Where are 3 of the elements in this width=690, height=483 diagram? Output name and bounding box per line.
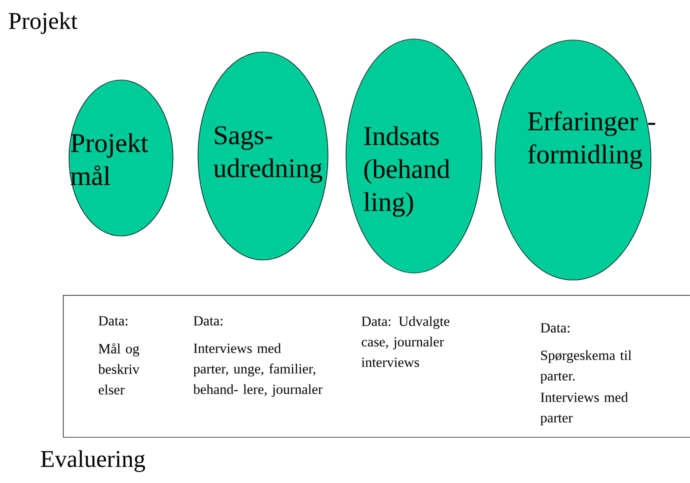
data-box: Data: Mål og beskriv elser Data: Interviews med parter, unge, familier, behand- lere, journaler Data: Udvalgte case, journaler interviews Data: Spørgeskema til parter. Interviews med parter <box>63 295 690 438</box>
heading: Evaluering <box>40 450 146 472</box>
heading: Projekt <box>8 12 78 34</box>
